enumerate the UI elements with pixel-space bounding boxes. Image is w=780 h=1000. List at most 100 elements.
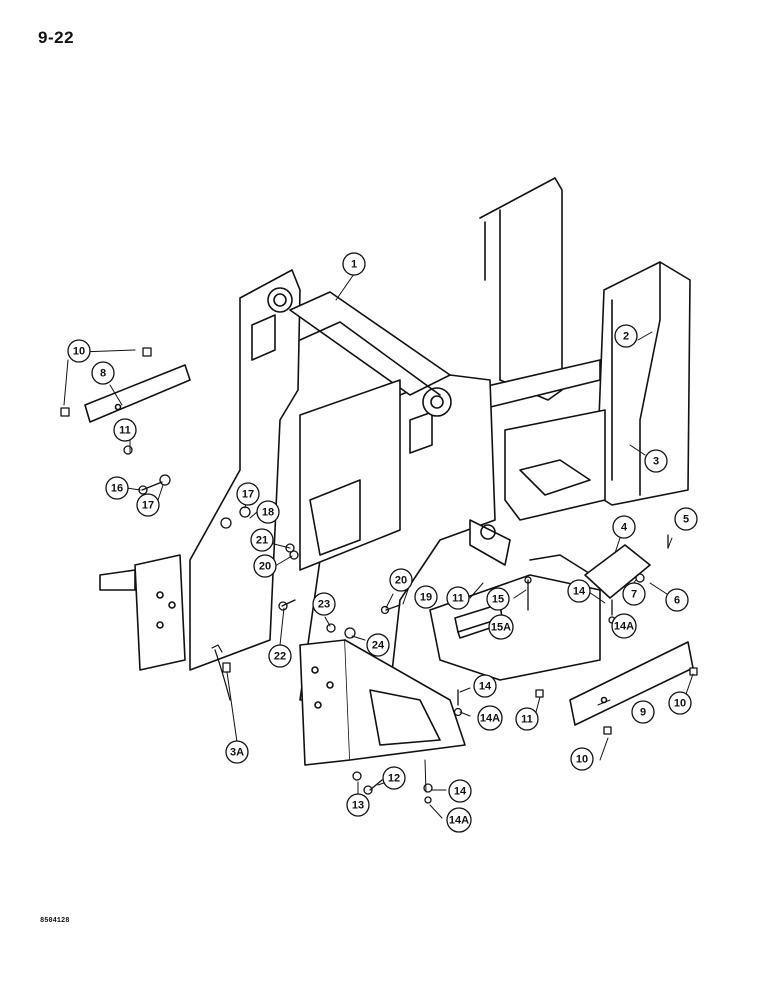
callout-c6: 6 — [665, 588, 689, 612]
callout-c22: 22 — [268, 644, 292, 668]
callout-circle — [477, 705, 503, 731]
callout-circle — [414, 585, 438, 609]
callout-c15A: 15A — [488, 614, 514, 640]
callout-circle — [446, 807, 472, 833]
cable-3a — [211, 644, 231, 701]
callout-c15: 15 — [486, 587, 510, 611]
callout-c11c: 11 — [446, 586, 470, 610]
callout-label: 14 — [573, 586, 586, 598]
callout-label: 11 — [119, 425, 131, 437]
callout-circle — [268, 644, 292, 668]
callout-label: 1 — [351, 259, 357, 271]
callout-c14Ac: 14A — [446, 807, 472, 833]
callout-circle — [382, 766, 406, 790]
callout-circle — [312, 592, 336, 616]
callout-c3: 3 — [644, 449, 668, 473]
callout-label: 14A — [449, 815, 469, 827]
callout-circle — [488, 614, 514, 640]
side-rail-8 — [84, 364, 191, 423]
callout-label: 24 — [372, 640, 385, 652]
callout-label: 19 — [420, 592, 432, 604]
callout-c14Aa: 14A — [611, 613, 637, 639]
callout-c14c: 14 — [448, 779, 472, 803]
callout-c8: 8 — [91, 361, 115, 385]
callout-circle — [67, 339, 91, 363]
callout-circle — [342, 252, 366, 276]
callout-circle — [674, 507, 698, 531]
callout-label: 3A — [230, 747, 244, 759]
callout-c17a: 17 — [136, 493, 160, 517]
callout-c12: 12 — [382, 766, 406, 790]
callout-label: 10 — [73, 346, 85, 358]
callout-c18: 18 — [256, 500, 280, 524]
callout-circle — [253, 554, 277, 578]
callout-c14a: 14 — [567, 579, 591, 603]
callout-circle — [366, 633, 390, 657]
callout-c14b: 14 — [473, 674, 497, 698]
callout-circle — [236, 482, 260, 506]
callout-circle — [136, 493, 160, 517]
rear-crossmember — [469, 359, 606, 521]
callout-circle — [570, 747, 594, 771]
callout-label: 17 — [242, 489, 254, 501]
callout-c16: 16 — [105, 476, 129, 500]
page-number: 9-22 — [38, 28, 75, 47]
callout-label: 16 — [111, 483, 123, 495]
callout-label: 10 — [674, 698, 686, 710]
callout-circle — [631, 700, 655, 724]
callout-label: 22 — [274, 651, 286, 663]
callout-label: 9 — [640, 707, 646, 719]
callout-label: 10 — [576, 754, 588, 766]
callout-label: 11 — [521, 714, 533, 726]
callout-circle — [644, 449, 668, 473]
callout-c10c: 10 — [570, 747, 594, 771]
callout-circle — [473, 674, 497, 698]
front-left-mount-plate — [99, 554, 186, 671]
callout-c9: 9 — [631, 700, 655, 724]
callout-c11a: 11 — [113, 418, 137, 442]
callout-c13: 13 — [346, 793, 370, 817]
callout-label: 11 — [452, 593, 464, 605]
callout-circle — [622, 582, 646, 606]
callout-bubbles: 1233A456789101010111111121314141414A14A1… — [67, 252, 698, 833]
callout-circle — [389, 568, 413, 592]
callout-label: 18 — [262, 507, 274, 519]
callout-circle — [105, 476, 129, 500]
callout-label: 3 — [653, 456, 659, 468]
callout-label: 23 — [318, 599, 330, 611]
callout-label: 15A — [491, 622, 511, 634]
callout-c11b: 11 — [515, 707, 539, 731]
rear-fender-part — [479, 177, 691, 506]
callout-circle — [611, 613, 637, 639]
callout-label: 14A — [480, 713, 500, 725]
callout-circle — [486, 587, 510, 611]
callout-circle — [91, 361, 115, 385]
drawing-code: 8504128 — [40, 917, 70, 925]
callout-c19: 19 — [414, 585, 438, 609]
callout-circle — [225, 740, 249, 764]
callout-c4: 4 — [612, 515, 636, 539]
callout-circle — [567, 579, 591, 603]
callout-label: 14 — [454, 786, 467, 798]
callout-label: 2 — [623, 331, 629, 343]
top-cross-beam — [289, 291, 451, 571]
callout-label: 12 — [388, 773, 400, 785]
callout-circle — [515, 707, 539, 731]
callout-c3a: 3A — [225, 740, 249, 764]
callout-c1: 1 — [342, 252, 366, 276]
callout-c14Ab: 14A — [477, 705, 503, 731]
callout-circle — [346, 793, 370, 817]
front-right-mount-plate — [299, 639, 466, 766]
callout-circle — [113, 418, 137, 442]
callout-circle — [448, 779, 472, 803]
callout-circle — [612, 515, 636, 539]
callout-c2: 2 — [614, 324, 638, 348]
callout-label: 20 — [259, 561, 271, 573]
callout-label: 5 — [683, 514, 689, 526]
callout-c20b: 20 — [253, 554, 277, 578]
callout-label: 6 — [674, 595, 680, 607]
callout-circle — [665, 588, 689, 612]
callout-circle — [668, 691, 692, 715]
callout-label: 7 — [631, 589, 637, 601]
